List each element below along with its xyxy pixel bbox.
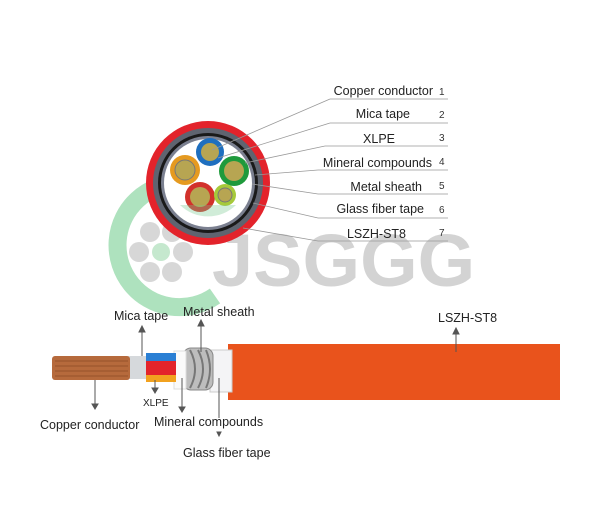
watermark-text: JSGGG [212, 219, 475, 302]
label-copper: Copper conductor [40, 418, 139, 432]
layer-label: Mineral compounds [323, 156, 432, 170]
arrows [91, 318, 460, 438]
layer-labels: Copper conductor 1 Mica tape 2 XLPE 3 Mi… [323, 84, 445, 241]
lszh-jacket [228, 344, 560, 400]
layer-number: 7 [439, 228, 445, 239]
label-mica-tape: Mica tape [114, 309, 168, 323]
cross-section [146, 121, 270, 245]
layer-label: Copper conductor [334, 84, 433, 98]
layer-label: Metal sheath [350, 180, 422, 194]
label-mineral: Mineral compounds [154, 415, 263, 429]
layer-number: 3 [439, 133, 445, 144]
layer-label: Glass fiber tape [336, 202, 424, 216]
label-metal-sheath: Metal sheath [183, 305, 255, 319]
layer-number: 4 [439, 157, 445, 168]
layer-number: 6 [439, 205, 445, 216]
side-labels: Mica tape Metal sheath LSZH-ST8 XLPE Cop… [40, 305, 497, 460]
label-xlpe: XLPE [143, 398, 169, 409]
label-glass-fiber: Glass fiber tape [183, 446, 271, 460]
layer-number: 1 [439, 87, 445, 98]
layer-label: Mica tape [356, 107, 410, 121]
layer-label: XLPE [363, 132, 395, 146]
side-view-cable [52, 344, 560, 400]
layer-number: 5 [439, 181, 445, 192]
label-lszh: LSZH-ST8 [438, 311, 497, 325]
watermark-logo: JSGGG [108, 174, 475, 317]
layer-label: LSZH-ST8 [347, 227, 406, 241]
leader-lines [211, 98, 448, 242]
layer-number: 2 [439, 110, 445, 121]
